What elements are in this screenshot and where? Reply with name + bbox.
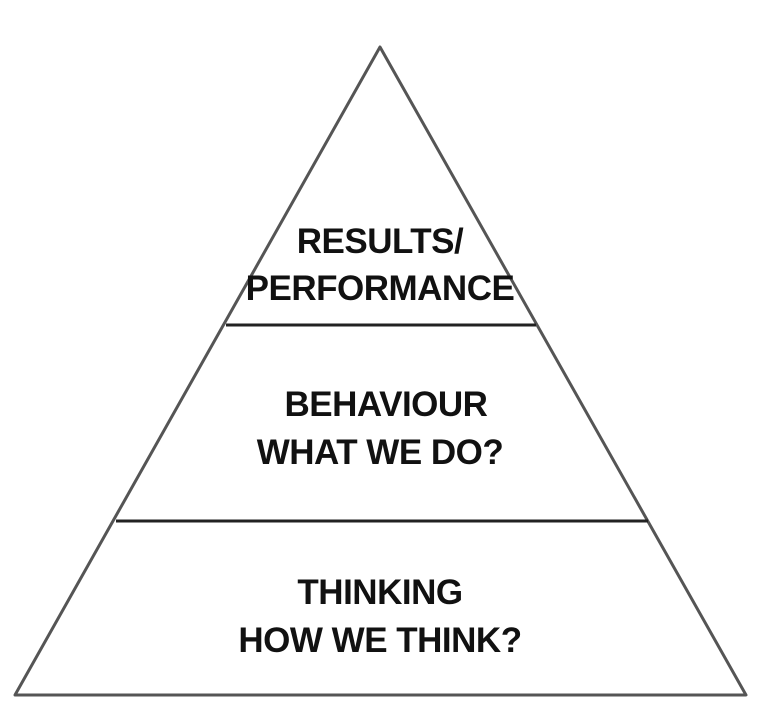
tier-top: RESULTS/ PERFORMANCE [246,222,515,308]
tier-bottom: THINKING HOW WE THINK? [238,573,522,660]
tier-bottom-line2: HOW WE THINK? [238,621,521,660]
tier-middle: BEHAVIOUR WHAT WE DO? [257,385,504,472]
tier-bottom-line1: THINKING [297,573,462,612]
tier-top-line2: PERFORMANCE [246,269,515,308]
tier-middle-line1: BEHAVIOUR [285,385,488,424]
tier-top-line1: RESULTS/ [297,222,464,261]
pyramid-outline [13,45,748,697]
tier-middle-line2: WHAT WE DO? [257,433,504,472]
